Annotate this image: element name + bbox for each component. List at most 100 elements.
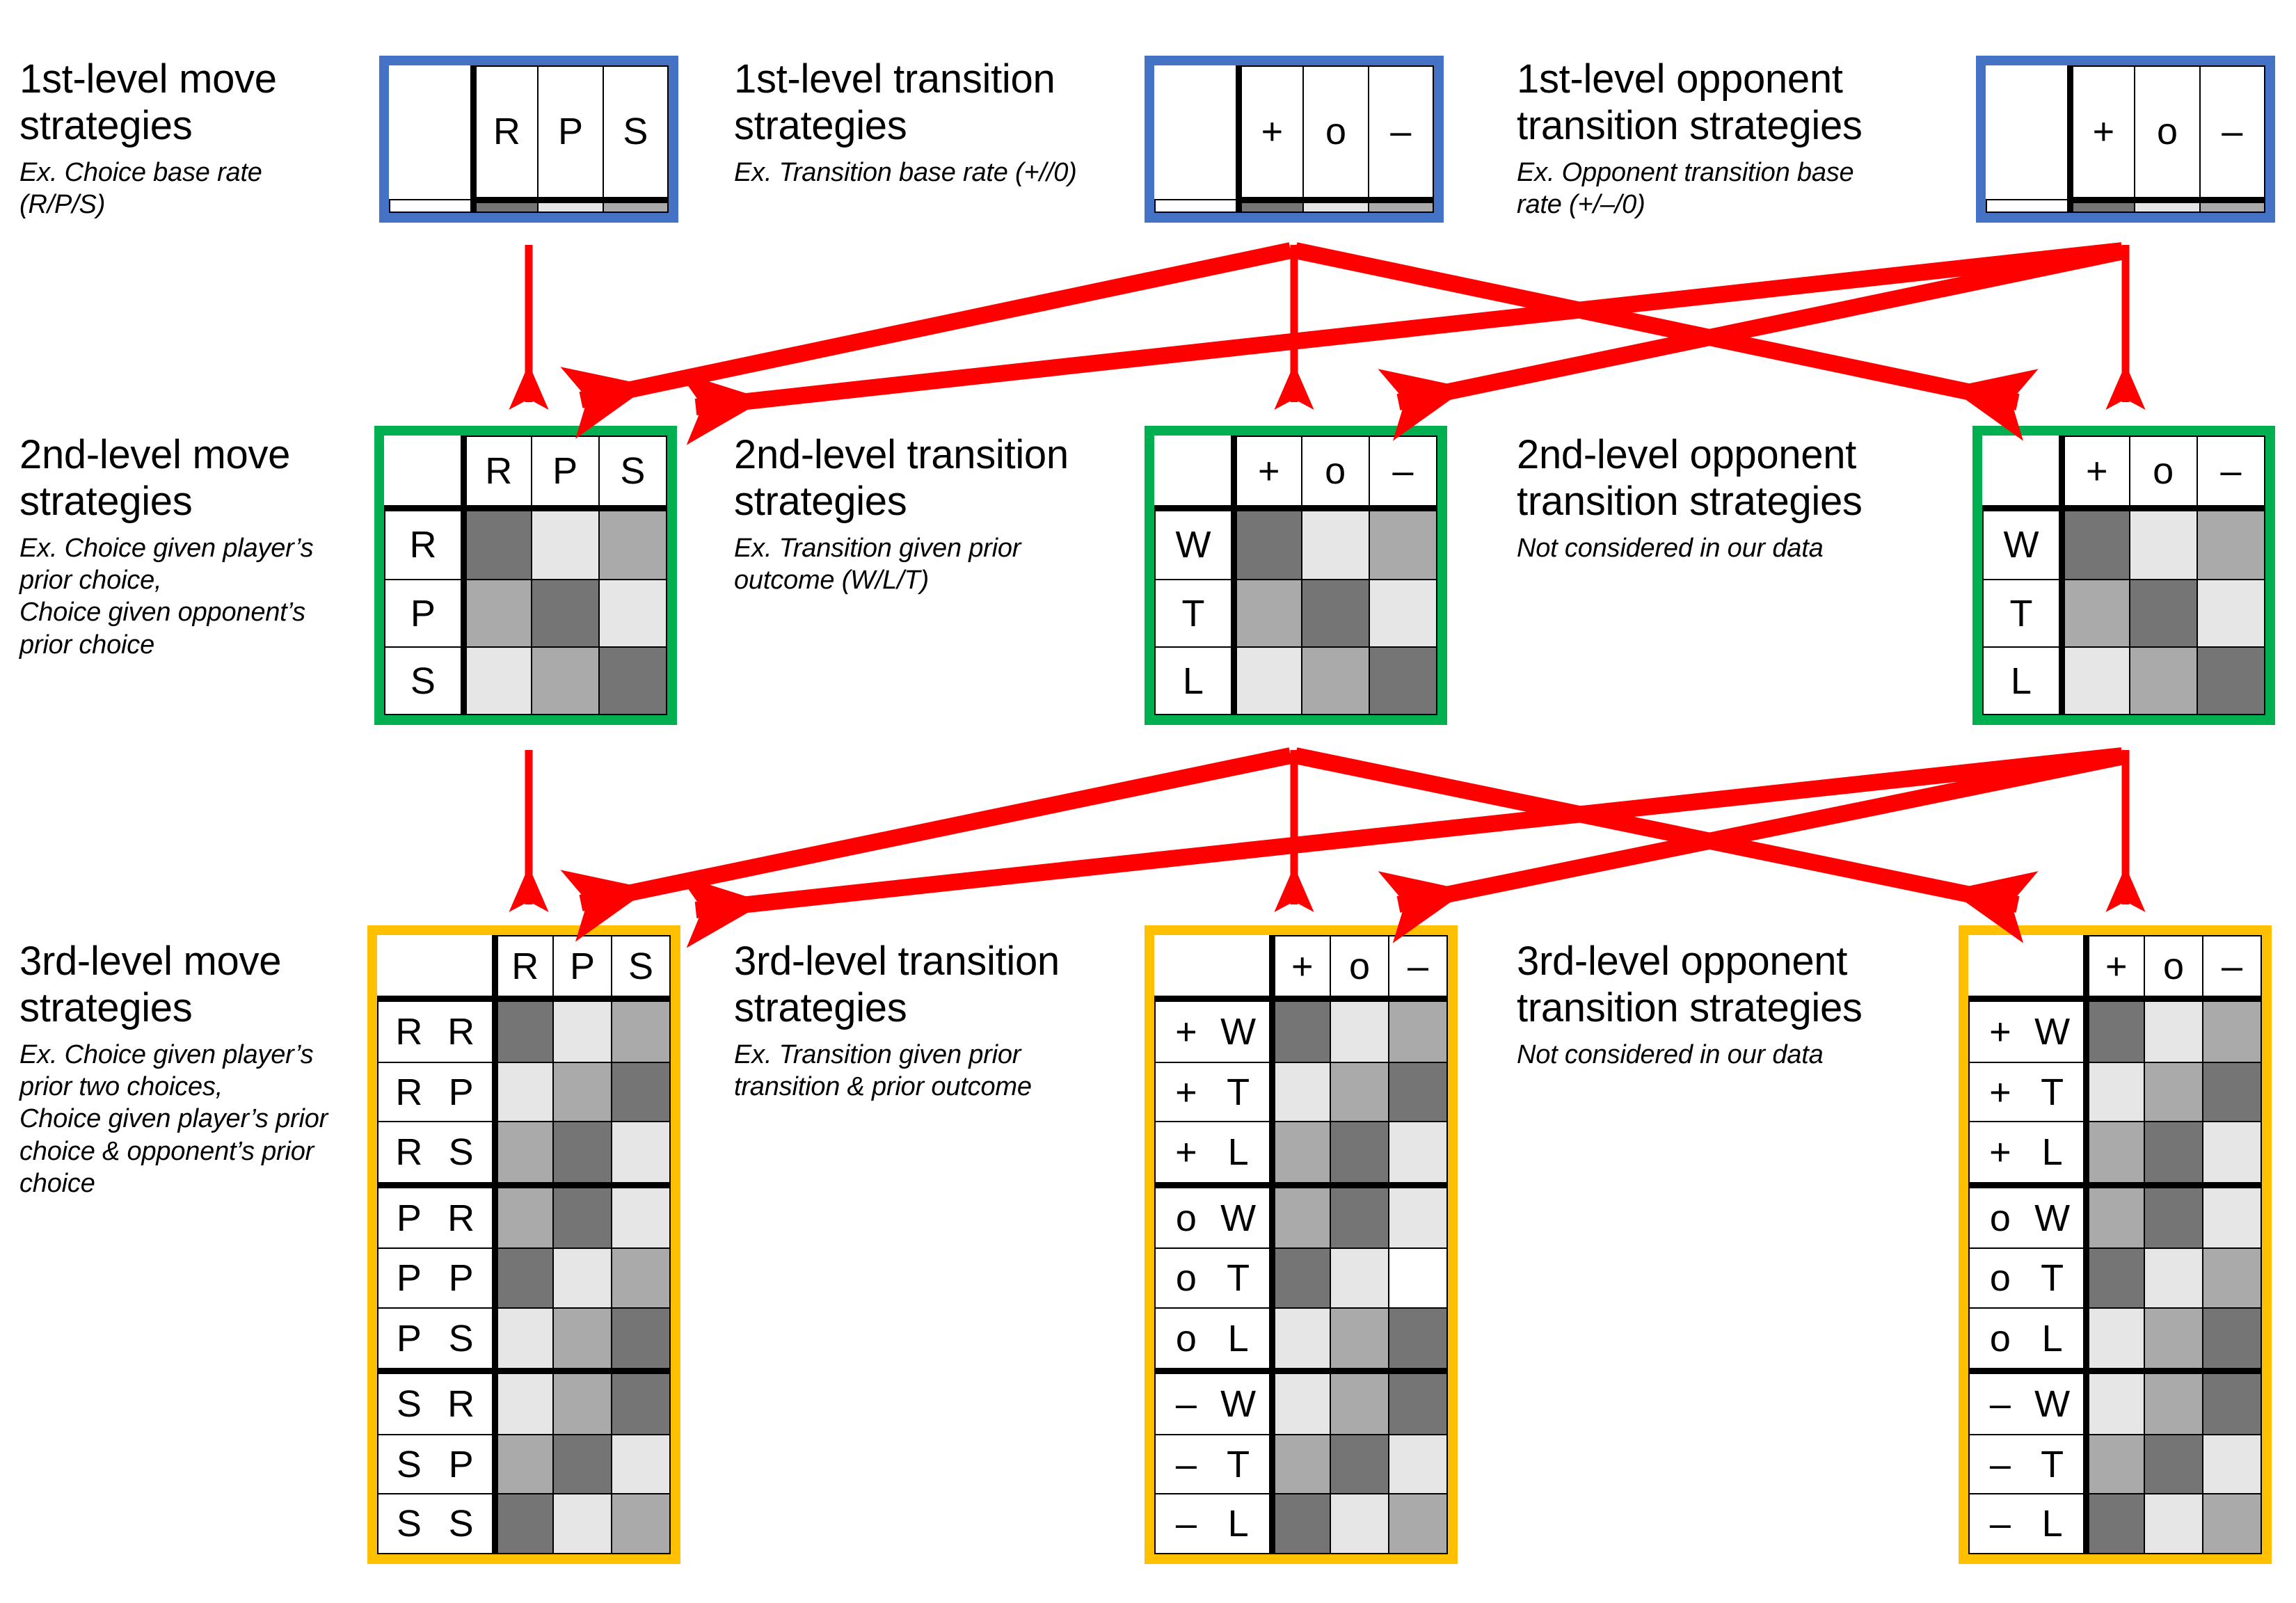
heat-cell [460, 507, 532, 581]
heat-cell [2202, 1368, 2262, 1435]
col-header: S [611, 935, 671, 1003]
heat-cell [2082, 998, 2145, 1063]
heat-cell [1388, 1061, 1448, 1123]
col-header: P [530, 435, 600, 511]
heat-cell [2082, 1368, 2145, 1435]
heat-cell [1268, 1121, 1331, 1186]
heat-cell [2082, 1493, 2145, 1554]
heat-cell [2202, 1061, 2262, 1123]
table-row: W [1982, 507, 2266, 581]
heat-cell [2144, 1121, 2203, 1186]
heat-cell [460, 646, 532, 715]
heat-cell [1330, 998, 1389, 1063]
heat-cell [2199, 199, 2266, 213]
panel-l2-move-text: 2nd-level move strategies Ex. Choice giv… [19, 431, 353, 661]
table-row: –L [1154, 1493, 1448, 1554]
heat-cell [1268, 1368, 1331, 1435]
heat-cell [1388, 998, 1448, 1063]
heat-cell [2196, 579, 2266, 648]
heat-cell [611, 998, 671, 1063]
heat-cell [2144, 1061, 2203, 1123]
arrow-l1opponent-to-l2transition [1378, 244, 2123, 441]
col-header: + [2066, 65, 2136, 203]
heat-cell [611, 1121, 671, 1186]
row-label: L [1982, 646, 2063, 715]
heat-cell [2058, 507, 2130, 581]
col-header: R [460, 435, 532, 511]
col-header: – [1388, 935, 1448, 1003]
l3-move-subtitle: Ex. Choice given player’s prior two choi… [19, 1039, 328, 1198]
heat-cell [2196, 646, 2266, 715]
table-row: W [1154, 507, 1438, 581]
table-row: T [1982, 579, 2266, 648]
heat-cell [552, 1433, 612, 1495]
arrow-l1opponent-to-l2move [678, 242, 2123, 445]
heat-cell [552, 998, 612, 1063]
l1-transition-subtitle: Ex. Transition base rate (+//0) [734, 157, 1077, 187]
row-label [389, 199, 474, 213]
heat-cell [1330, 1307, 1389, 1372]
heat-cell [552, 1493, 612, 1554]
row-label: –W [1968, 1368, 2087, 1435]
heat-cell [598, 579, 668, 648]
l2-opponent-subtitle: Not considered in our data [1517, 533, 1824, 563]
table-row [1986, 199, 2266, 213]
l1-move-subtitle: Ex. Choice base rate (R/P/S) [19, 157, 262, 219]
matrix-header-row: +o– [1155, 935, 1448, 1003]
matrix-l1-opponent: + o – [1976, 56, 2275, 223]
l1-move-title: 1st-level move strategies [19, 56, 277, 149]
heat-cell [2144, 1493, 2203, 1554]
arrow-l2opponent-to-l3transition [1378, 749, 2123, 943]
heat-cell [1330, 1493, 1389, 1554]
l2-transition-subtitle: Ex. Transition given prior outcome (W/L/… [734, 533, 1021, 595]
table-row: S [383, 646, 668, 715]
l3-opponent-subtitle: Not considered in our data [1517, 1039, 1824, 1069]
heat-cell [611, 1368, 671, 1435]
col-header: o [1330, 935, 1389, 1003]
table-row: –L [1968, 1493, 2262, 1554]
panel-l1-transition-text: 1st-level transition strategies Ex. Tran… [734, 56, 1096, 189]
col-header: + [2082, 935, 2145, 1003]
col-header: + [2058, 435, 2130, 511]
heat-cell [2202, 1247, 2262, 1309]
col-header: + [1230, 435, 1302, 511]
heat-cell [2202, 1121, 2262, 1186]
heat-cell [1235, 199, 1305, 213]
panel-l2-opponent-text: 2nd-level opponent transition strategies… [1517, 431, 1934, 564]
table-row: –T [1154, 1433, 1448, 1495]
corner-blank [1155, 436, 1235, 511]
heat-cell [552, 1307, 612, 1372]
heat-cell [530, 579, 600, 648]
heat-cell [1268, 998, 1331, 1063]
heat-cell [1268, 1433, 1331, 1495]
row-label: W [1982, 507, 2063, 581]
col-header: S [602, 65, 669, 203]
row-label: +W [1154, 998, 1273, 1063]
heat-cell [2128, 646, 2198, 715]
heat-cell [491, 1247, 554, 1309]
col-header: – [2202, 935, 2262, 1003]
l3-opponent-title: 3rd-level opponent transition strategies [1517, 939, 1863, 1031]
heat-cell [1268, 1181, 1331, 1250]
heat-cell [2202, 1307, 2262, 1372]
table-row: R [383, 507, 668, 581]
col-header: o [2134, 65, 2201, 203]
heat-cell [1300, 507, 1370, 581]
